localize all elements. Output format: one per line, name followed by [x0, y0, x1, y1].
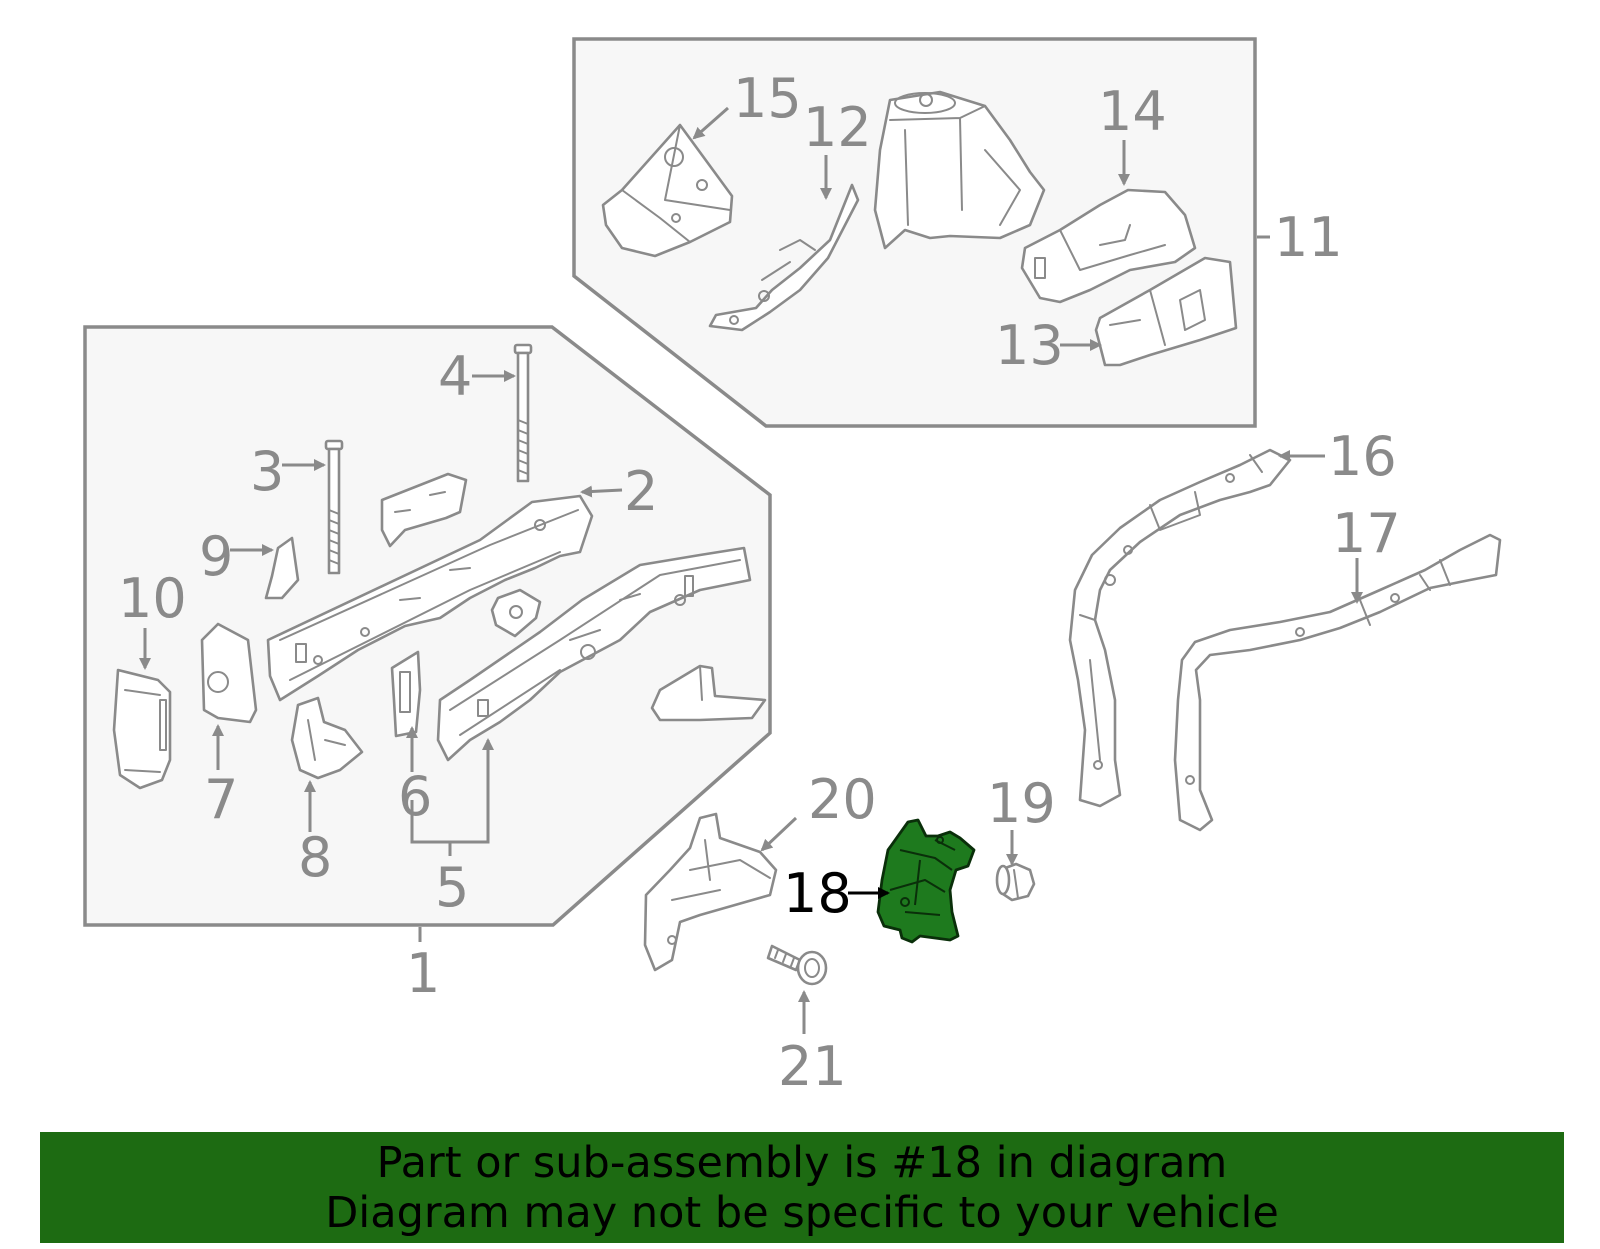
banner-line-1: Part or sub-assembly is #18 in diagram	[376, 1137, 1228, 1188]
small-bracket-right-drawing	[650, 664, 767, 722]
callout-7: 7	[204, 768, 238, 831]
part-4-bolt-drawing	[513, 343, 533, 483]
part-12-drawing	[708, 183, 860, 332]
part-2-rail-drawing	[266, 494, 594, 702]
callout-14: 14	[1098, 80, 1167, 143]
callout-1: 1	[406, 942, 440, 1005]
callout-16: 16	[1328, 425, 1397, 488]
callout-10: 10	[118, 567, 187, 630]
callout-9: 9	[199, 525, 233, 588]
assembly-panel-1	[83, 325, 772, 927]
part-10-drawing	[112, 668, 172, 790]
part-19-clip-drawing	[995, 862, 1036, 902]
shock-tower-drawing	[873, 90, 1046, 250]
callout-15: 15	[733, 67, 802, 130]
part-21-bolt-drawing	[766, 944, 828, 986]
callout-21: 21	[778, 1035, 847, 1098]
leader-2	[580, 485, 623, 498]
part-3-bolt-drawing	[324, 439, 344, 575]
small-bracket-drawing	[380, 472, 468, 548]
part-16-drawing	[1068, 448, 1292, 808]
part-18-highlighted	[876, 818, 976, 944]
center-clip-drawing	[490, 588, 542, 638]
part-8-drawing	[290, 696, 364, 780]
callout-19: 19	[987, 772, 1056, 835]
leader-15	[692, 106, 729, 140]
part-17-drawing	[1173, 533, 1502, 832]
callout-18: 18	[783, 862, 852, 925]
callout-5: 5	[435, 856, 469, 919]
callout-6: 6	[398, 765, 432, 828]
part-14-drawing	[1020, 188, 1197, 304]
callout-8: 8	[298, 826, 332, 889]
callout-3: 3	[250, 440, 284, 503]
part-5-rail-drawing	[436, 546, 752, 762]
banner-line-2: Diagram may not be specific to your vehi…	[325, 1187, 1279, 1238]
callout-17: 17	[1332, 502, 1401, 565]
info-banner: Part or sub-assembly is #18 in diagram D…	[40, 1132, 1564, 1243]
leader-20	[760, 816, 798, 852]
callout-13: 13	[995, 314, 1064, 377]
callout-4: 4	[438, 345, 472, 408]
callout-20: 20	[808, 768, 877, 831]
callout-11: 11	[1274, 206, 1343, 269]
part-6-drawing	[390, 650, 422, 738]
callout-2: 2	[624, 460, 658, 523]
part-20-drawing	[643, 812, 778, 972]
part-13-drawing	[1094, 256, 1238, 367]
part-15-drawing	[601, 123, 734, 258]
part-7-drawing	[200, 622, 258, 724]
callout-12: 12	[803, 96, 872, 159]
part-9-drawing	[264, 536, 300, 600]
